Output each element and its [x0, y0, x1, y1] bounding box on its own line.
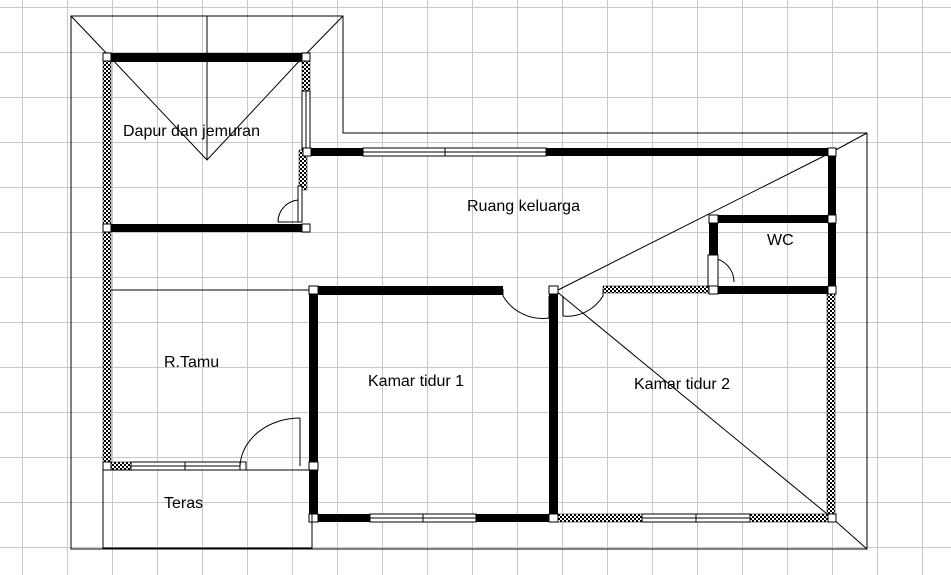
- terrace-outline: [102, 469, 313, 549]
- windows: [130, 90, 751, 523]
- room-label-family-room: Ruang keluarga: [467, 198, 580, 215]
- room-label-bedroom-2: Kamar tidur 2: [634, 376, 731, 393]
- room-label-bedroom-1: Kamar tidur 1: [368, 373, 465, 390]
- room-label-terrace: Teras: [164, 495, 204, 512]
- roof-outline: [70, 15, 868, 550]
- room-label-wc: WC: [767, 232, 794, 249]
- columns: [102, 52, 837, 523]
- room-label-kitchen: Dapur dan jemuran: [123, 123, 260, 140]
- room-label-living-room: R.Tamu: [164, 354, 220, 371]
- walls: [106, 53, 836, 522]
